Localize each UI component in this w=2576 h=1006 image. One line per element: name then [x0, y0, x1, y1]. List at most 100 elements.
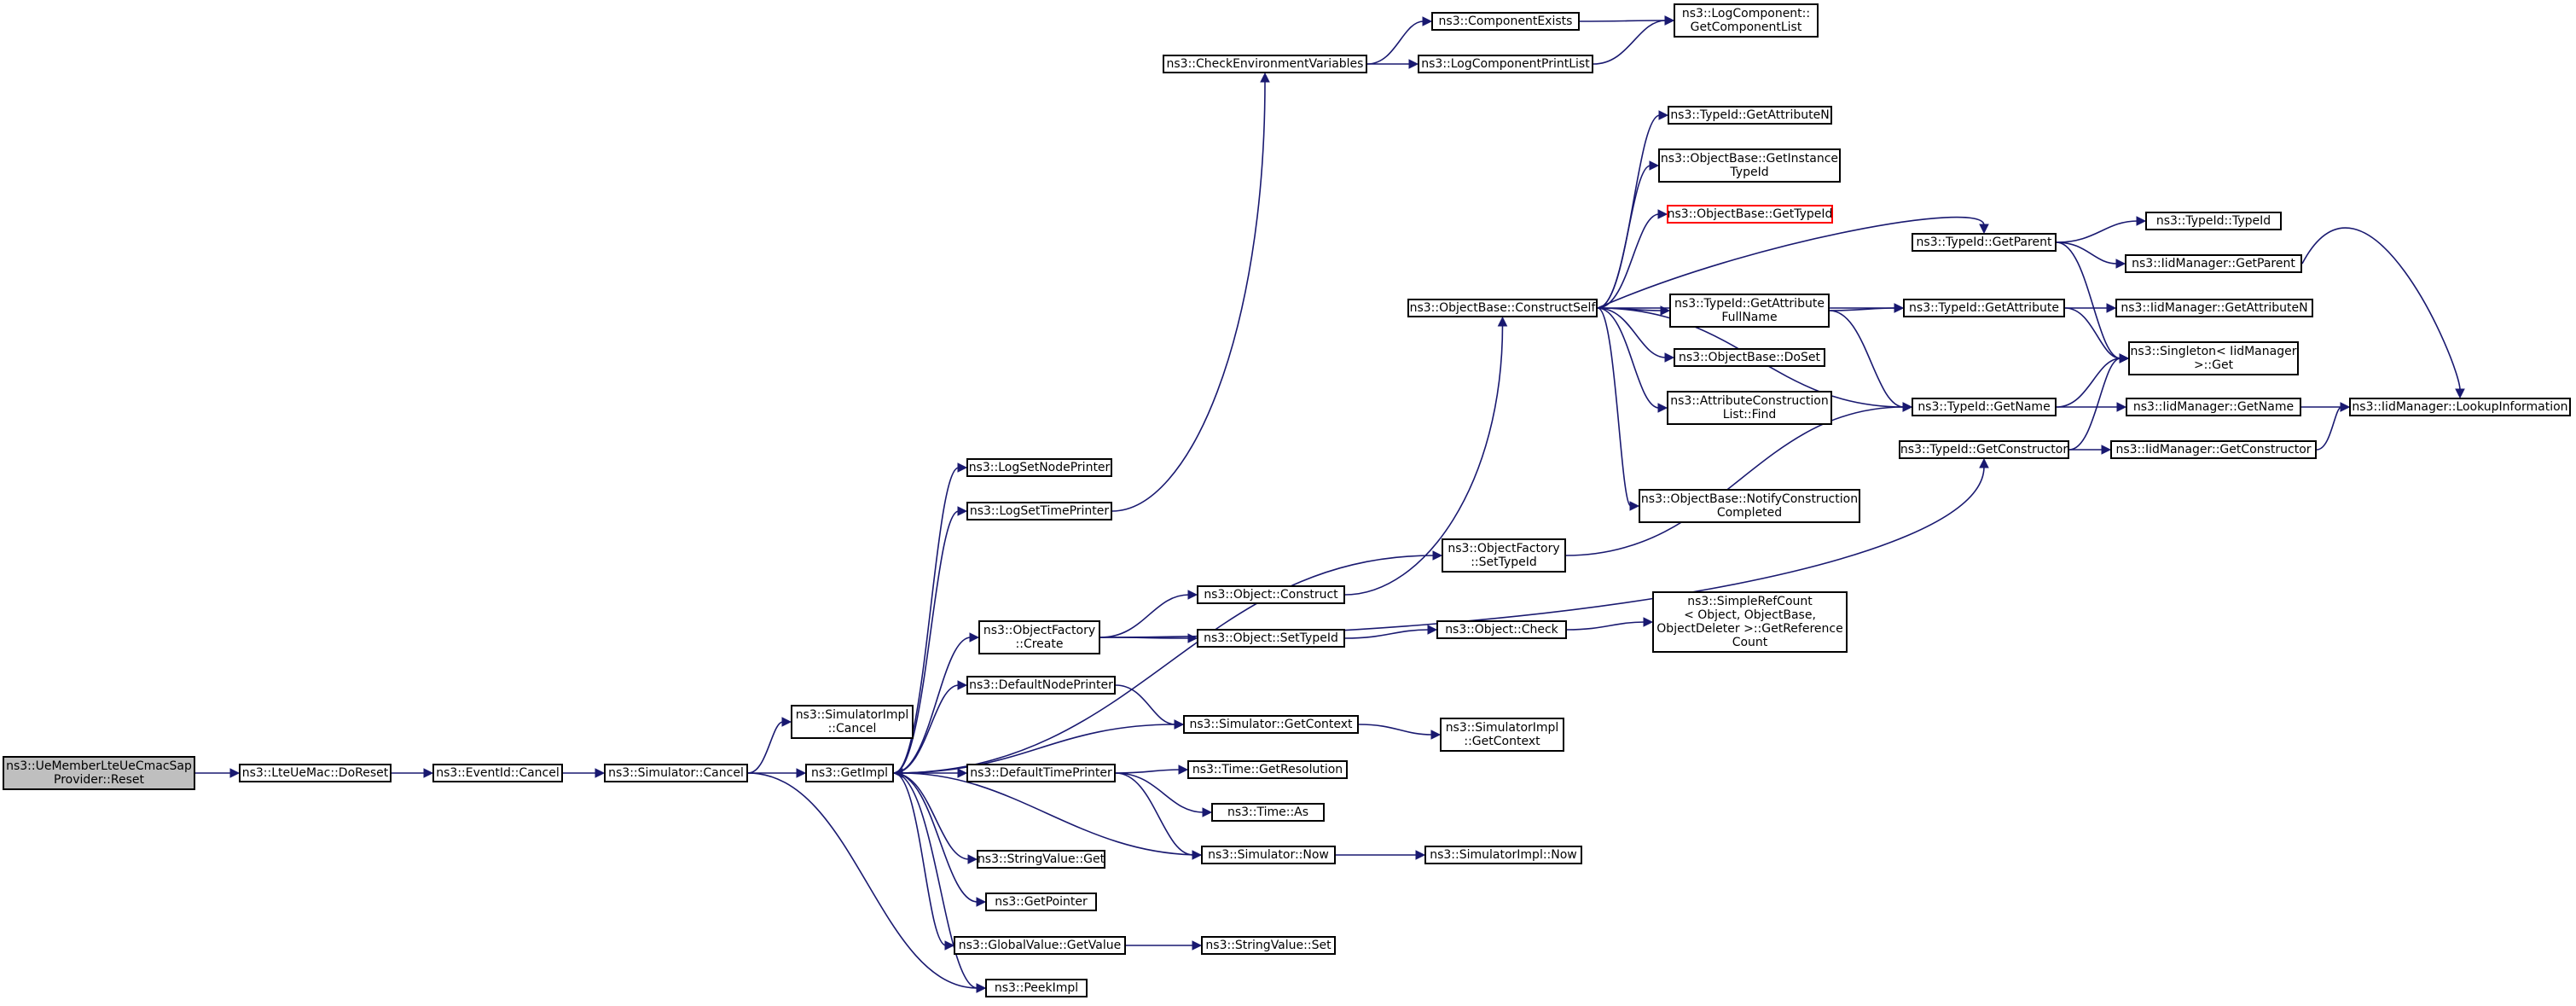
arrowhead-simnow-to-getimpl	[892, 768, 903, 778]
node-typeid-getattributen[interactable]: ns3::TypeId::GetAttributeN	[1668, 106, 1832, 125]
arrowhead-getimpl-to-peekimpl	[976, 983, 987, 993]
node-defaultnodeprinter[interactable]: ns3::DefaultNodePrinter	[966, 676, 1116, 695]
arrowhead-logtime-to-checkenv	[1260, 72, 1270, 83]
node-defaulttimeprinter[interactable]: ns3::DefaultTimePrinter	[966, 764, 1116, 782]
arrowhead-getattribute-to-iidgetattrn	[2106, 303, 2117, 313]
node-typeid-getname[interactable]: ns3::TypeId::GetName	[1912, 398, 2057, 416]
edge-getparent-to-iidgetparent	[2056, 241, 2118, 265]
edge-constructself-to-getparent	[1597, 216, 1985, 309]
node-simulator-now[interactable]: ns3::Simulator::Now	[1201, 846, 1336, 864]
edge-iidgetcons-to-lookup	[2316, 406, 2342, 451]
node-objectfactory-create[interactable]: ns3::ObjectFactory::Create	[978, 620, 1100, 654]
node-simplerefcount-getreferencecount[interactable]: ns3::SimpleRefCount< Object, ObjectBase,…	[1652, 591, 1848, 653]
node-typeid-getconstructor[interactable]: ns3::TypeId::GetConstructor	[1899, 440, 2069, 459]
node-logcomponent-getcomponentlist[interactable]: ns3::LogComponent::GetComponentList	[1674, 3, 1819, 38]
node-stringvalue-get[interactable]: ns3::StringValue::Get	[977, 850, 1105, 869]
arrowhead-getimpl-to-defnodeprinter	[957, 680, 968, 690]
arrowhead-simcancel-to-simimplcancel	[781, 717, 792, 727]
arrowhead-logprint-to-getcomplist	[1664, 15, 1675, 26]
arrowhead-objcheck-to-simplerefcount	[1643, 617, 1654, 627]
arrowhead-getimpl-to-objfactsettypeid	[1432, 550, 1443, 561]
edge-getcontext-to-simimplgetctx	[1358, 724, 1433, 736]
edge-getattrfull-to-getattribute	[1829, 307, 1896, 311]
node-logsetnodeprinter[interactable]: ns3::LogSetNodePrinter	[966, 458, 1112, 477]
node-componentexists[interactable]: ns3::ComponentExists	[1431, 12, 1580, 31]
arrowhead-getcontext-to-simimplgetctx	[1430, 730, 1442, 740]
arrowhead-iidgetparent-to-lookup	[2455, 388, 2465, 399]
node-object-check[interactable]: ns3::Object::Check	[1436, 620, 1567, 639]
arrowhead-getattrfull-to-getattribute	[1894, 303, 1905, 313]
arrowhead-getparent-to-iidgetparent	[2115, 259, 2126, 269]
node-object-construct[interactable]: ns3::Object::Construct	[1197, 585, 1345, 604]
edge-getimpl-to-lognode	[893, 467, 960, 774]
edge-getimpl-to-getpointer	[893, 772, 978, 903]
node-typeid-typeid[interactable]: ns3::TypeId::TypeId	[2145, 212, 2282, 230]
arrowhead-deftimeprinter-to-getresolution	[1178, 765, 1189, 775]
arrowhead-constructself-to-attrfind	[1657, 403, 1668, 413]
edge-getname-to-singleton	[2056, 358, 2121, 408]
node-iidmanager-lookupinformation[interactable]: ns3::IidManager::LookupInformation	[2349, 398, 2571, 416]
node-eventid-cancel[interactable]: ns3::EventId::Cancel	[432, 764, 563, 782]
edge-constructself-to-getinstance	[1597, 165, 1651, 309]
node-peekimpl[interactable]: ns3::PeekImpl	[985, 979, 1088, 997]
arrowhead-getname-to-iidgetname	[2116, 402, 2127, 412]
arrowhead-root-to-doreset	[229, 768, 241, 778]
node-objectfactory-settypeid[interactable]: ns3::ObjectFactory::SetTypeId	[1442, 538, 1566, 573]
arrowhead-iidgetcons-to-lookup	[2340, 402, 2351, 412]
arrowhead-constructself-to-getattrn	[1658, 110, 1669, 120]
arrowhead-constructself-to-getparent	[1979, 224, 1989, 235]
node-getimpl[interactable]: ns3::GetImpl	[805, 764, 894, 782]
node-iidmanager-getparent[interactable]: ns3::IidManager::GetParent	[2125, 254, 2302, 273]
arrowhead-constructself-to-doset	[1664, 352, 1675, 363]
node-logsettimeprinter[interactable]: ns3::LogSetTimePrinter	[966, 502, 1112, 520]
node-singleton-iidmanager-get[interactable]: ns3::Singleton< IidManager>::Get	[2128, 341, 2299, 375]
node-simulatorimpl-getcontext[interactable]: ns3::SimulatorImpl::GetContext	[1440, 718, 1564, 752]
arrowhead-getimpl-to-globalgetvalue	[944, 940, 955, 951]
node-iidmanager-getattributen[interactable]: ns3::IidManager::GetAttributeN	[2115, 299, 2313, 317]
arrowhead-objfactcreate-to-objconstruct	[1187, 590, 1198, 600]
node-object-settypeid[interactable]: ns3::Object::SetTypeId	[1197, 629, 1345, 648]
arrowhead-simcancel-to-getimpl	[796, 768, 807, 778]
node-lteuemac-doreset[interactable]: ns3::LteUeMac::DoReset	[239, 764, 392, 782]
edge-simcancel-to-simimplcancel	[747, 721, 784, 774]
node-simulatorimpl-now[interactable]: ns3::SimulatorImpl::Now	[1424, 846, 1582, 864]
edge-getimpl-to-logtime	[893, 510, 960, 774]
edge-getimpl-to-defnodeprinter	[893, 684, 960, 774]
node-stringvalue-set[interactable]: ns3::StringValue::Set	[1201, 936, 1336, 955]
node-simulator-cancel[interactable]: ns3::Simulator::Cancel	[604, 764, 748, 782]
node-objectbase-constructself[interactable]: ns3::ObjectBase::ConstructSelf	[1407, 299, 1598, 317]
node-getpointer[interactable]: ns3::GetPointer	[985, 893, 1097, 911]
arrowhead-objfactcreate-to-getconstructor	[1979, 457, 1989, 468]
arrowhead-doreset-to-eventcancel	[423, 768, 434, 778]
arrowhead-checkenv-to-logprint	[1408, 59, 1419, 69]
edge-getimpl-to-objfactsettypeid	[893, 555, 1435, 774]
node-objectbase-doset[interactable]: ns3::ObjectBase::DoSet	[1674, 348, 1825, 367]
node-typeid-getparent[interactable]: ns3::TypeId::GetParent	[1912, 233, 2057, 252]
node-logcomponentprintlist[interactable]: ns3::LogComponentPrintList	[1418, 55, 1593, 73]
arrowhead-simnow-to-simimplnow	[1415, 850, 1426, 860]
node-time-getresolution[interactable]: ns3::Time::GetResolution	[1187, 760, 1348, 779]
edge-objconstruct-to-constructself	[1344, 324, 1504, 596]
node-checkenvironmentvariables[interactable]: ns3::CheckEnvironmentVariables	[1163, 55, 1367, 73]
node-time-as[interactable]: ns3::Time::As	[1211, 803, 1325, 822]
arrowhead-constructself-to-getinstance	[1649, 160, 1660, 171]
node-globalvalue-getvalue[interactable]: ns3::GlobalValue::GetValue	[954, 936, 1126, 955]
edge-getimpl-to-getcontext	[893, 724, 1176, 774]
arrowhead-constructself-to-notifycons	[1629, 501, 1640, 511]
node-typeid-getattribute[interactable]: ns3::TypeId::GetAttribute	[1903, 299, 2065, 317]
edge-getparent-to-singleton	[2056, 241, 2121, 359]
node-simulator-getcontext[interactable]: ns3::Simulator::GetContext	[1183, 715, 1359, 734]
arrowhead-getattrfull-to-getname	[1902, 402, 1913, 412]
node-iidmanager-getconstructor[interactable]: ns3::IidManager::GetConstructor	[2110, 440, 2317, 459]
edge-deftimeprinter-to-timeas	[1115, 772, 1204, 813]
node-iidmanager-getname[interactable]: ns3::IidManager::GetName	[2126, 398, 2301, 416]
arrowhead-getconstructor-to-singleton	[2119, 353, 2130, 363]
node-objectbase-gettypeid[interactable]: ns3::ObjectBase::GetTypeId	[1667, 205, 1833, 224]
node-simulatorimpl-cancel[interactable]: ns3::SimulatorImpl::Cancel	[791, 705, 914, 739]
